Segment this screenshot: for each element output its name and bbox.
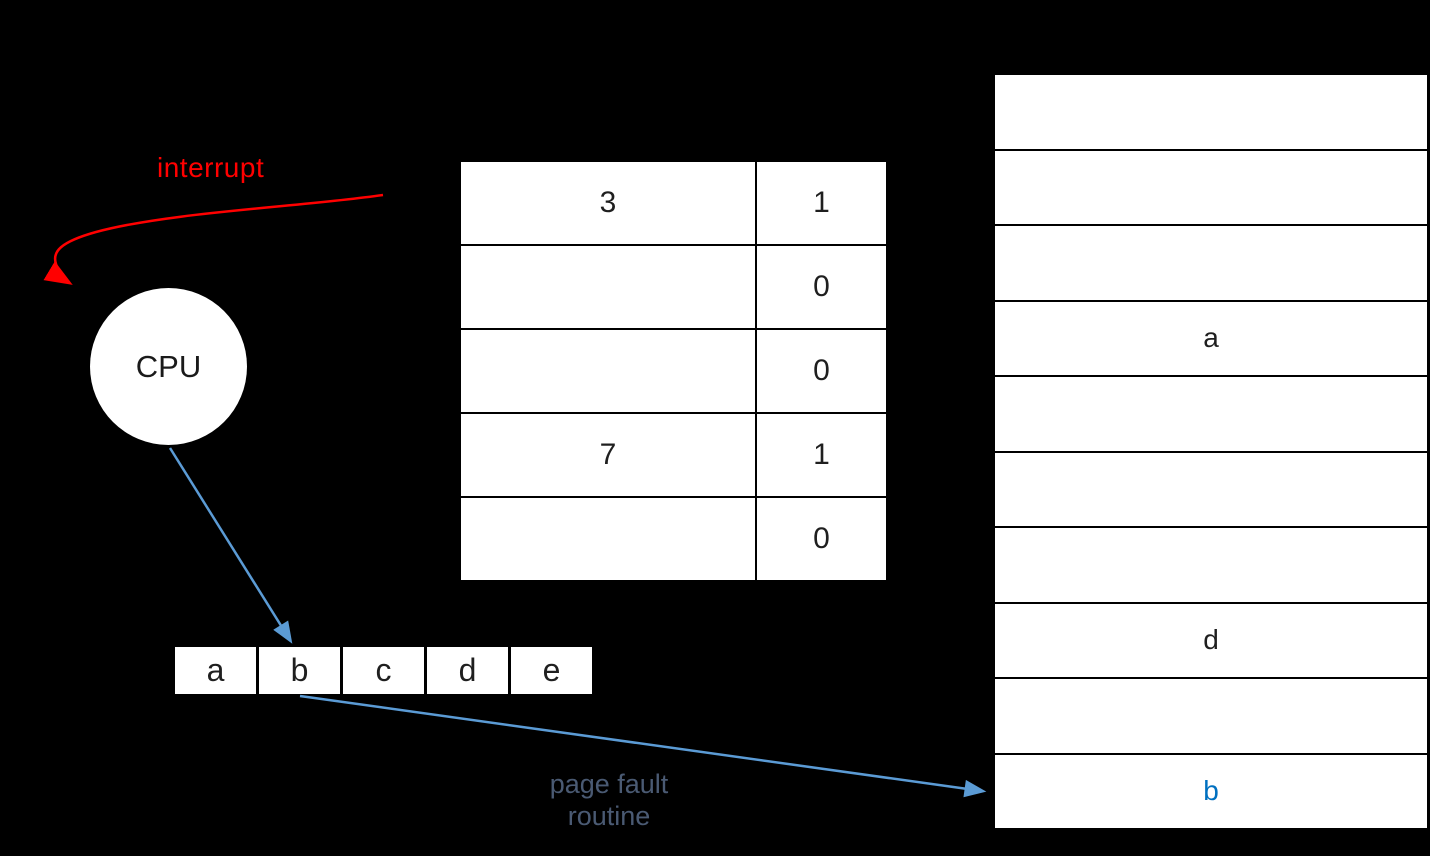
page-table-valid-cell: 1 <box>757 414 886 496</box>
physical-memory-cell <box>995 377 1427 451</box>
physical-memory-cell <box>995 75 1427 149</box>
page-table-valid-cell: 0 <box>757 246 886 328</box>
page-table-valid-cell: 0 <box>757 330 886 412</box>
page-table-frame-cell <box>461 246 755 328</box>
logical-memory-cell: b <box>259 647 340 694</box>
logical-memory-cell: c <box>343 647 424 694</box>
physical-memory-cell <box>995 528 1427 602</box>
page-table-valid-cell: 0 <box>757 498 886 580</box>
physical-memory-cell <box>995 150 1427 224</box>
page-table-frame-cell <box>461 330 755 412</box>
physical-memory: a d b <box>995 75 1427 828</box>
cpu-to-logical-arrow <box>168 447 293 644</box>
page-fault-routine-label: page fault routine <box>509 768 709 832</box>
page-fault-routine-line1: page fault <box>549 769 669 799</box>
logical-memory-cell: a <box>175 647 256 694</box>
page-table: 3 1 0 0 7 1 0 <box>461 162 886 580</box>
page-table-valid-cell: 1 <box>757 162 886 244</box>
interrupt-label: interrupt <box>157 152 265 183</box>
logical-memory-cell: d <box>427 647 508 694</box>
physical-memory-cell: d <box>995 603 1427 677</box>
cpu-label: CPU <box>135 348 202 384</box>
page-table-frame-cell: 3 <box>461 162 755 244</box>
logical-memory-cell: e <box>511 647 592 694</box>
page-fault-routine-line2: routine <box>567 801 651 831</box>
logical-memory-strip: a b c d e <box>175 647 592 694</box>
cpu-node: CPU <box>90 288 247 445</box>
page-table-frame-cell <box>461 498 755 580</box>
interrupt-arrow <box>43 193 384 285</box>
physical-memory-cell: a <box>995 301 1427 375</box>
physical-memory-cell <box>995 679 1427 753</box>
physical-memory-cell <box>995 452 1427 526</box>
physical-memory-cell <box>995 226 1427 300</box>
physical-memory-cell-highlighted: b <box>995 754 1427 828</box>
page-table-frame-cell: 7 <box>461 414 755 496</box>
